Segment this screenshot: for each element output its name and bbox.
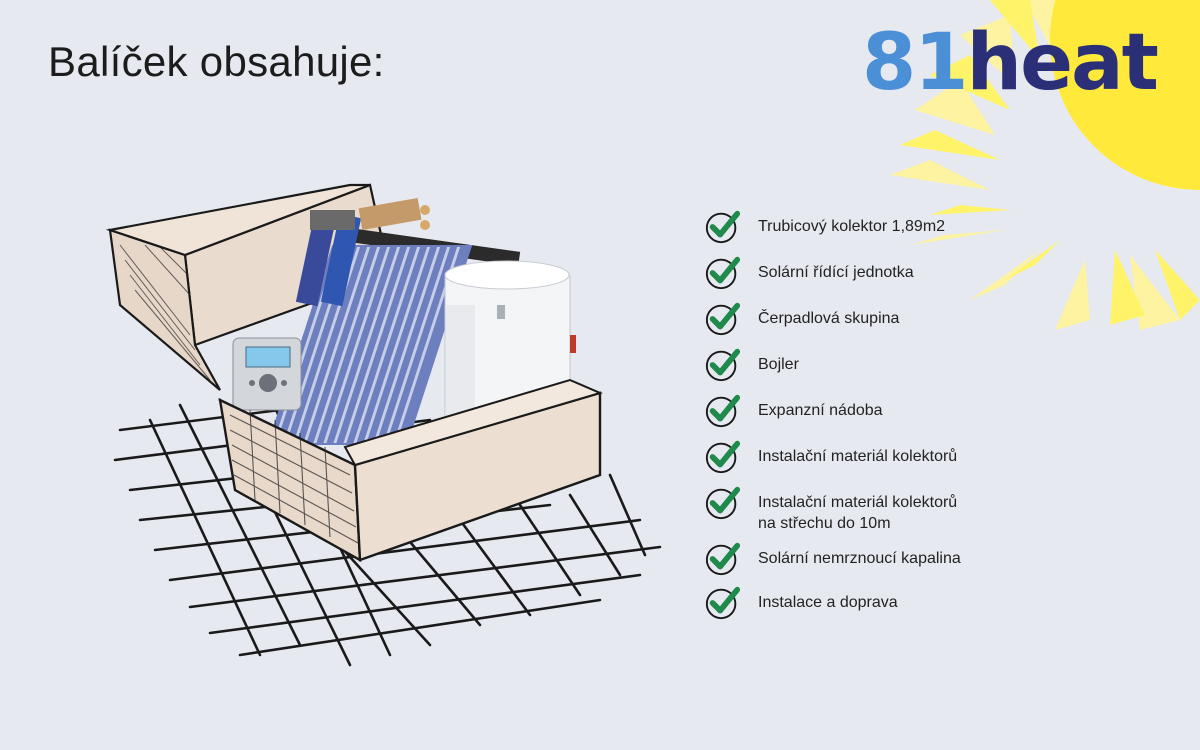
check-circle-icon: [705, 302, 741, 336]
logo-number: 81: [862, 18, 969, 108]
list-item: Solární nemrznoucí kapalina: [704, 542, 961, 577]
sun-icon: [890, 0, 1200, 330]
check-circle-icon: [705, 486, 741, 520]
check-circle-icon: [705, 586, 741, 620]
logo-word: heat: [966, 18, 1159, 108]
list-item: Bojler: [704, 348, 799, 383]
feature-label: Expanzní nádoba: [758, 402, 883, 419]
solar-controller: [232, 337, 302, 411]
check-circle-icon: [705, 256, 741, 290]
list-item: Instalace a doprava: [704, 586, 898, 621]
feature-label: Čerpadlová skupina: [758, 310, 900, 327]
feature-label: Bojler: [758, 356, 799, 373]
feature-label-line-1: Instalační materiál kolektorů: [758, 494, 958, 511]
list-item: Čerpadlová skupina: [704, 302, 900, 337]
feature-label: Trubicový kolektor 1,89m2: [758, 218, 946, 235]
feature-label: Instalační materiál kolektorů: [758, 448, 958, 465]
check-circle-icon: [705, 440, 741, 474]
check-circle-icon: [705, 348, 741, 382]
list-item: Instalační materiál kolektorů: [704, 440, 958, 475]
check-circle-icon: [705, 394, 741, 428]
solar-kit-box-illustration: [105, 183, 662, 667]
brand-logo: 81heat: [862, 24, 1159, 102]
page-title: Balíček obsahuje:: [48, 38, 385, 85]
feature-label: Solární řídící jednotka: [758, 264, 914, 281]
list-item: Expanzní nádoba: [704, 394, 883, 429]
feature-label: Solární nemrznoucí kapalina: [758, 550, 961, 567]
feature-label-line-2: na střechu do 10m: [758, 515, 891, 532]
list-item: Instalační materiál kolektorů na střechu…: [704, 486, 957, 534]
feature-label: Instalační materiál kolektorů na střechu…: [758, 492, 957, 534]
list-item: Trubicový kolektor 1,89m2: [704, 210, 946, 245]
check-circle-icon: [705, 542, 741, 576]
pump-group: [295, 197, 430, 307]
feature-label: Instalace a doprava: [758, 594, 898, 611]
check-circle-icon: [705, 210, 741, 244]
list-item: Solární řídící jednotka: [704, 256, 914, 291]
